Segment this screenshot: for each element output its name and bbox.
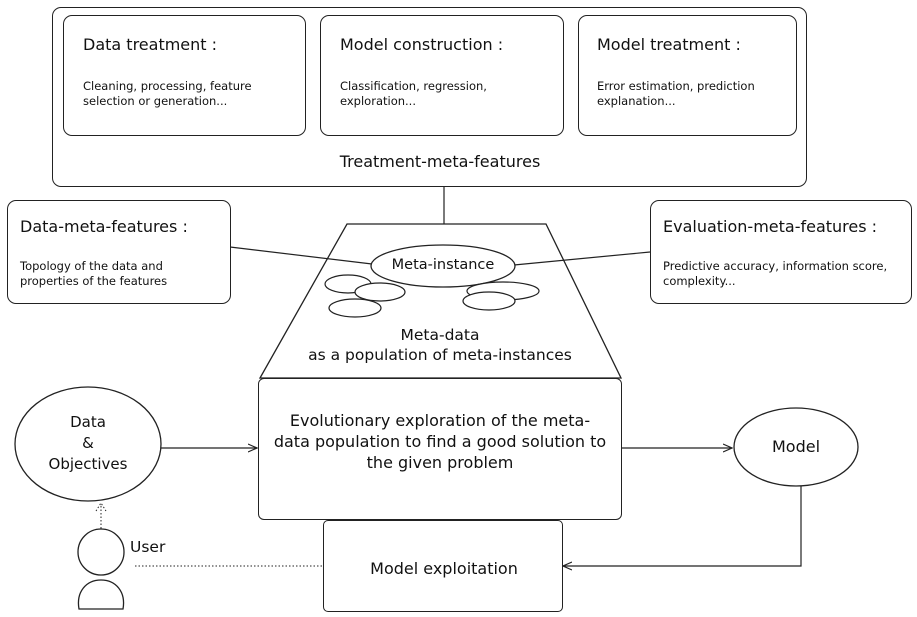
meta-data-line1: Meta-data [400,326,480,344]
meta-instance-label: Meta-instance [391,257,495,273]
meta-instance-ellipse [370,244,516,288]
meta-data-label: Meta-data as a population of meta-instan… [270,325,610,365]
data-meta-connector [229,246,373,265]
user-label: User [130,538,166,556]
data-treatment-desc: Cleaning, processing, feature selection … [83,79,252,108]
data-objectives-label: Data & Objectives [20,412,156,475]
model-treatment-desc: Error estimation, prediction explanation… [597,79,755,108]
data-objectives-line1: Data [70,413,106,431]
small-meta-instance [462,291,516,311]
data-objectives-ellipse [14,386,162,502]
evolution-text: Evolutionary exploration of the meta-dat… [273,411,607,472]
evaluation-meta-features-title: Evaluation-meta-features : [663,217,878,236]
model-exploitation-box: Model exploitation [323,520,563,612]
eval-meta-connector [513,251,651,266]
user-icon [77,528,125,610]
data-objectives-line2: & [82,434,94,452]
meta-data-line2: as a population of meta-instances [308,346,572,364]
data-treatment-box: Data treatment : Cleaning, processing, f… [63,15,306,136]
model-ellipse [733,407,859,487]
model-to-exploitation-arrow [563,486,802,566]
model-label: Model [771,437,821,456]
evaluation-meta-features-desc: Predictive accuracy, information score, … [663,259,888,288]
small-meta-instance [328,298,382,318]
model-treatment-box: Model treatment : Error estimation, pred… [578,15,797,136]
treatment-meta-features-label: Treatment-meta-features [339,152,541,171]
evaluation-meta-features-box: Evaluation-meta-features : Predictive ac… [650,200,912,304]
model-construction-box: Model construction : Classification, reg… [320,15,564,136]
data-meta-features-desc: Topology of the data and properties of t… [20,259,168,288]
data-meta-features-box: Data-meta-features : Topology of the dat… [7,200,231,304]
model-exploitation-label: Model exploitation [370,559,518,578]
small-meta-instance [354,282,406,302]
meta-data-trapezoid [258,223,623,379]
model-construction-desc: Classification, regression, exploration.… [340,79,487,108]
data-treatment-title: Data treatment : [83,35,218,54]
model-construction-title: Model construction : [340,35,504,54]
data-meta-features-title: Data-meta-features : [20,217,188,236]
evolution-box: Evolutionary exploration of the meta-dat… [258,378,622,520]
data-objectives-line3: Objectives [48,455,128,473]
model-treatment-title: Model treatment : [597,35,741,54]
